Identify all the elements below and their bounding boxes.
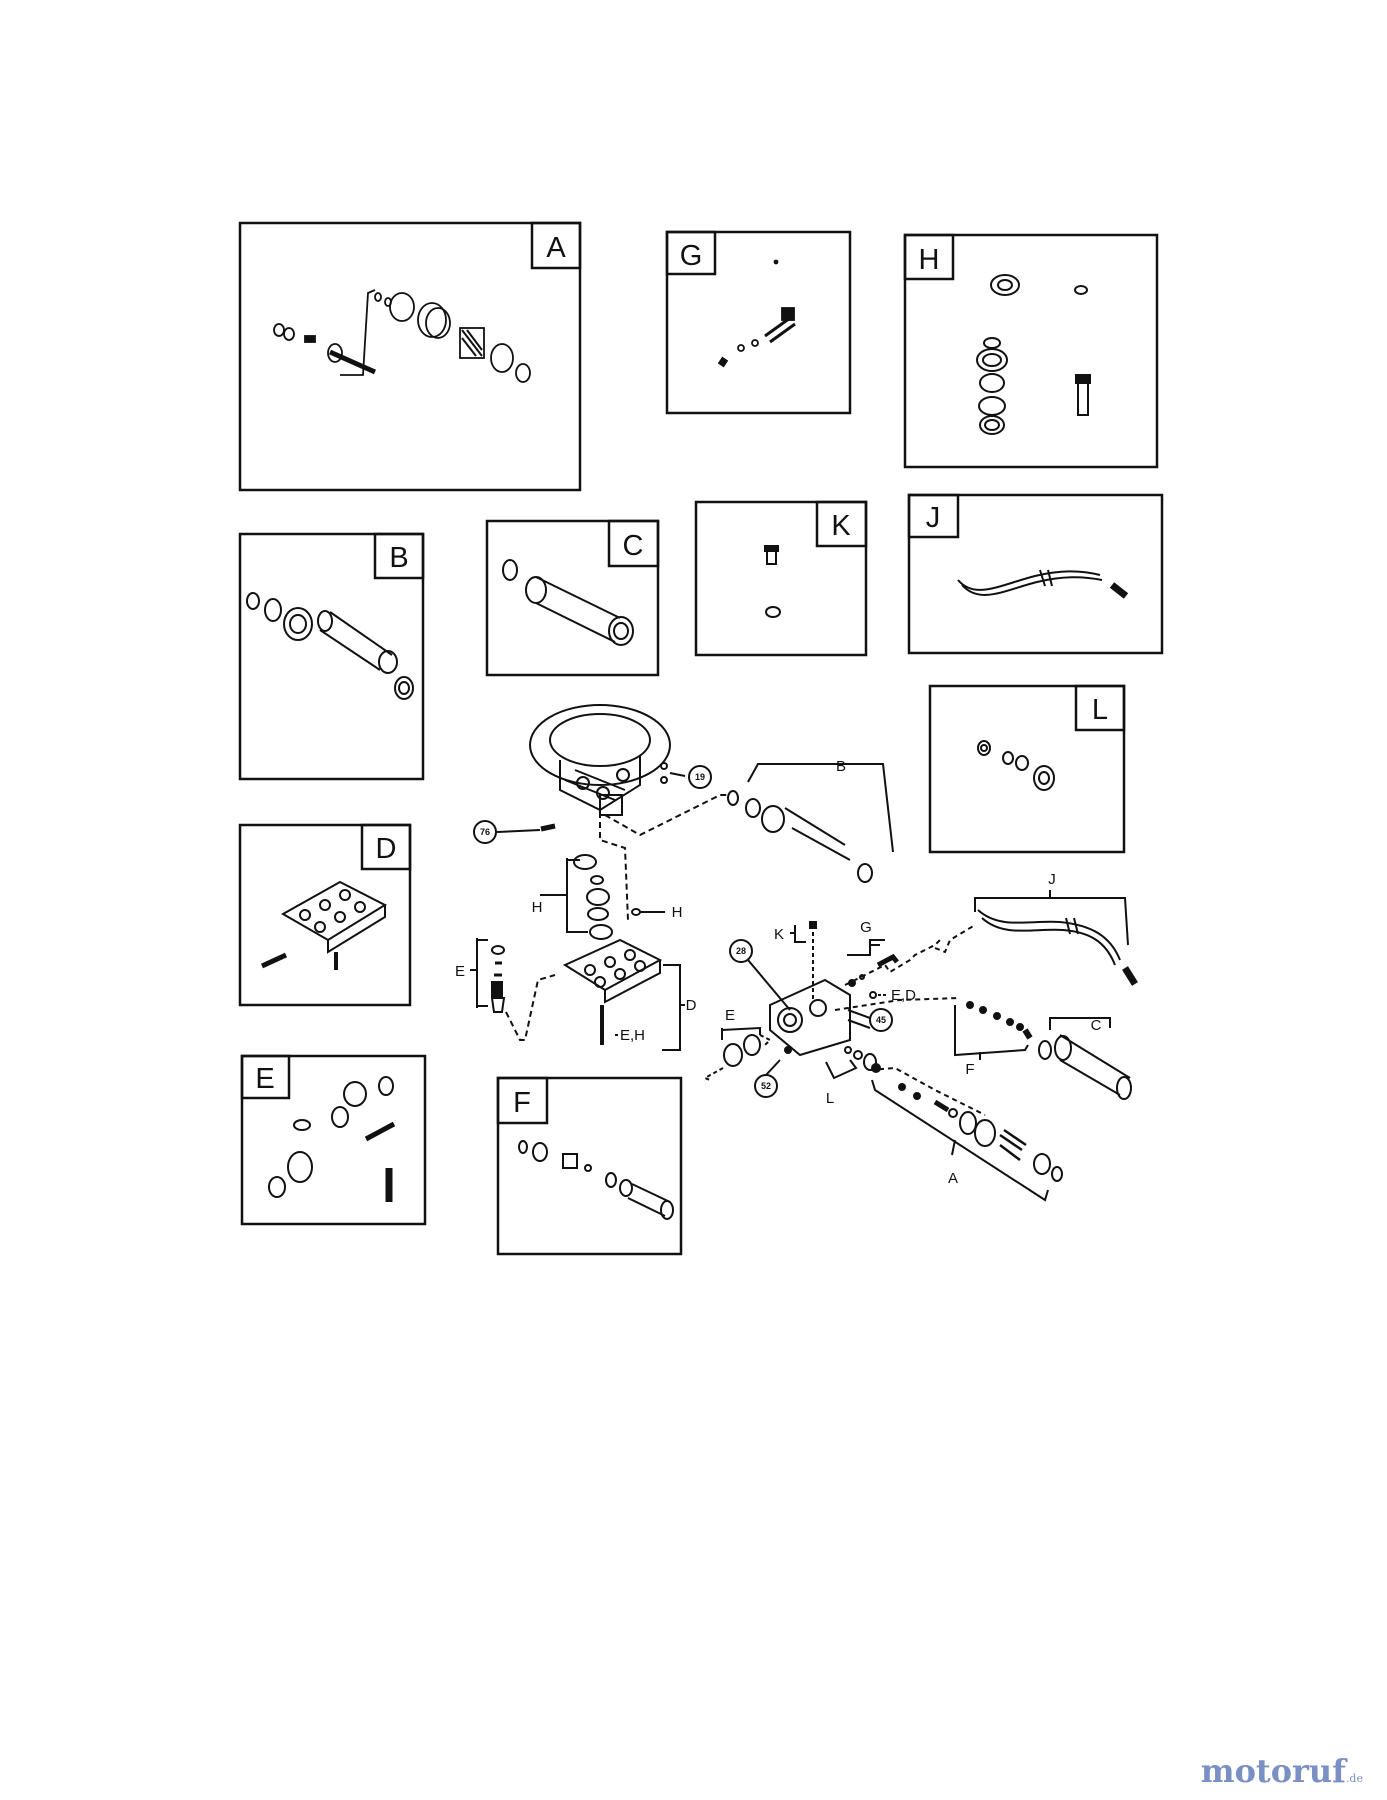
- kit-box-d: [238, 823, 412, 1007]
- kit-letter-j: J: [926, 502, 941, 534]
- kit-box-e: [240, 1054, 427, 1226]
- callout-labels: B H H E D E,D E,H K G J C F E L A: [455, 758, 1102, 1187]
- callout-e-d: E,D: [891, 987, 916, 1004]
- callout-e-h: E,H: [620, 1027, 645, 1044]
- kit-letter-d: D: [376, 833, 397, 865]
- part-number-19: 19: [695, 772, 705, 782]
- callout-d: D: [686, 997, 697, 1014]
- part-number-76: 76: [480, 827, 490, 837]
- callout-f: F: [965, 1061, 974, 1078]
- callout-b: B: [836, 758, 846, 775]
- kit-box-letters: A G H B C K J L D E F: [255, 232, 1108, 1119]
- callout-l: L: [826, 1090, 834, 1107]
- kit-letter-g: G: [680, 240, 703, 272]
- kit-letter-e: E: [255, 1063, 274, 1095]
- callout-c: C: [1091, 1017, 1102, 1034]
- part-number-52: 52: [761, 1081, 771, 1091]
- kit-box-k: [694, 500, 868, 657]
- kit-letter-b: B: [389, 542, 408, 574]
- callout-k: K: [774, 926, 784, 943]
- part-number-labels: 19 76 28 45 52: [480, 772, 886, 1091]
- part-number-28: 28: [736, 946, 746, 956]
- watermark-name: motoruf: [1200, 1752, 1346, 1790]
- motoruf-watermark: motoruf.de: [1201, 1752, 1363, 1790]
- kit-box-h: [903, 233, 1159, 469]
- part-number-45: 45: [876, 1015, 886, 1025]
- kit-box-g: [665, 230, 852, 415]
- callout-e-small: E: [725, 1007, 735, 1024]
- kit-letter-a: A: [546, 232, 566, 264]
- kit-letter-h: H: [919, 244, 940, 276]
- callout-g: G: [860, 919, 872, 936]
- kit-box-l: [928, 684, 1126, 854]
- kit-letter-f: F: [513, 1087, 531, 1119]
- kit-box-j: [907, 493, 1164, 655]
- kit-box-a: [238, 221, 582, 492]
- kit-box-b: [238, 532, 425, 781]
- callout-e-left: E: [455, 963, 465, 980]
- callout-j: J: [1048, 871, 1056, 888]
- callout-h-right: H: [672, 904, 683, 921]
- watermark-tld: .de: [1345, 1772, 1363, 1785]
- kit-box-c: [485, 519, 660, 677]
- callout-a: A: [948, 1170, 958, 1187]
- callout-h-left: H: [532, 899, 543, 916]
- kit-letter-c: C: [623, 530, 644, 562]
- kit-letter-k: K: [831, 510, 851, 542]
- kit-letter-l: L: [1092, 694, 1108, 726]
- kit-box-f: [496, 1076, 683, 1256]
- pump-exploded-assembly: [470, 704, 1138, 1202]
